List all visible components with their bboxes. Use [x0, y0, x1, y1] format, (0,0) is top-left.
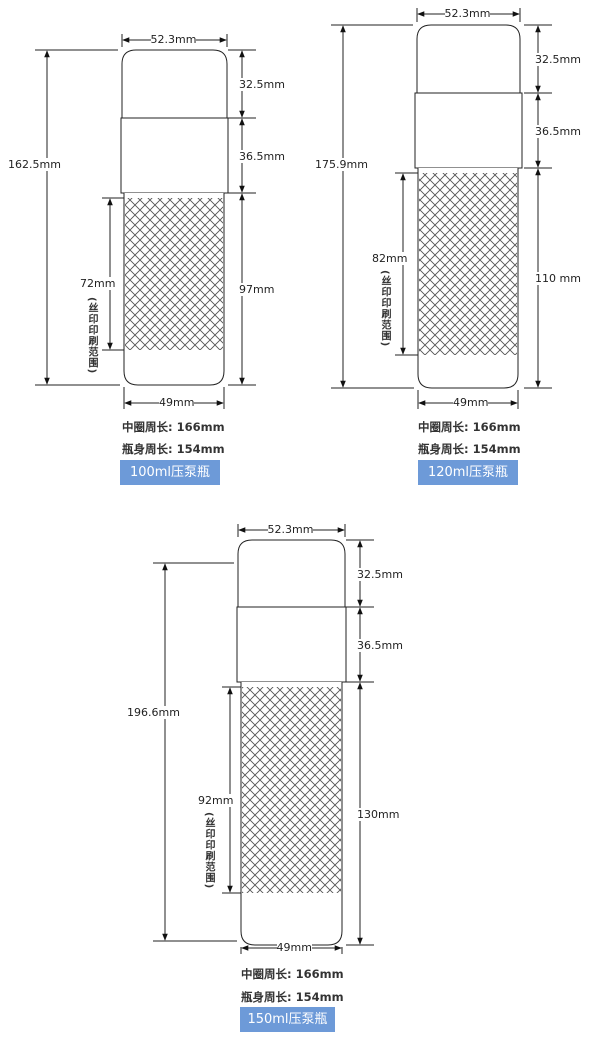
body-height-label: 130mm: [357, 807, 400, 821]
middle-circumference-text: 中圈周长: 166mm: [241, 967, 344, 981]
bottle-collar: [414, 92, 523, 169]
total-height-label: 162.5mm: [8, 158, 61, 171]
print-area-mesh: [125, 198, 223, 350]
bottom-width-label: 49mm: [159, 396, 195, 409]
print-height-label: 72mm: [80, 277, 116, 290]
cap-width-label: 52.3mm: [444, 7, 491, 20]
print-area-mesh: [242, 687, 341, 893]
middle-circumference-text: 中圈周长: 166mm: [122, 420, 225, 434]
total-height-label: 175.9mm: [315, 158, 368, 171]
print-area-note: (丝印印刷范围): [84, 297, 99, 375]
body-height-label: 110 mm: [535, 272, 581, 285]
bottom-width-label: 49mm: [276, 941, 312, 954]
cap-width-label: 52.3mm: [150, 33, 197, 46]
collar-height-label: 36.5mm: [357, 638, 403, 652]
cap-height-label: 32.5mm: [239, 78, 285, 91]
bottle-cap: [121, 49, 228, 118]
print-height-label: 92mm: [198, 794, 234, 807]
bottle-collar: [236, 606, 347, 683]
bottle-model-badge: 150ml压泵瓶: [240, 1007, 335, 1032]
collar-height-label: 36.5mm: [535, 124, 581, 138]
body-height-label: 97mm: [239, 283, 275, 296]
print-area-note: (丝印印刷范围): [201, 812, 216, 890]
body-circumference-text: 瓶身周长: 154mm: [418, 442, 521, 456]
bottle-model-badge: 120ml压泵瓶: [418, 460, 518, 485]
print-area-note: (丝印印刷范围): [377, 270, 392, 348]
collar-height-label: 36.5mm: [239, 149, 285, 163]
bottom-width-label: 49mm: [453, 396, 489, 409]
bottle-cap: [237, 539, 346, 607]
cap-height-label: 32.5mm: [535, 53, 581, 66]
cap-height-label: 32.5mm: [357, 567, 403, 581]
cap-width-label: 52.3mm: [267, 523, 314, 536]
body-circumference-text: 瓶身周长: 154mm: [241, 990, 344, 1004]
body-circumference-text: 瓶身周长: 154mm: [122, 442, 225, 456]
bottle-collar: [120, 117, 229, 194]
print-area-mesh: [419, 173, 517, 355]
middle-circumference-text: 中圈周长: 166mm: [418, 420, 521, 434]
bottle-cap: [416, 24, 521, 93]
print-height-label: 82mm: [372, 252, 408, 265]
total-height-label: 196.6mm: [127, 706, 180, 719]
bottle-model-badge: 100ml压泵瓶: [120, 460, 220, 485]
